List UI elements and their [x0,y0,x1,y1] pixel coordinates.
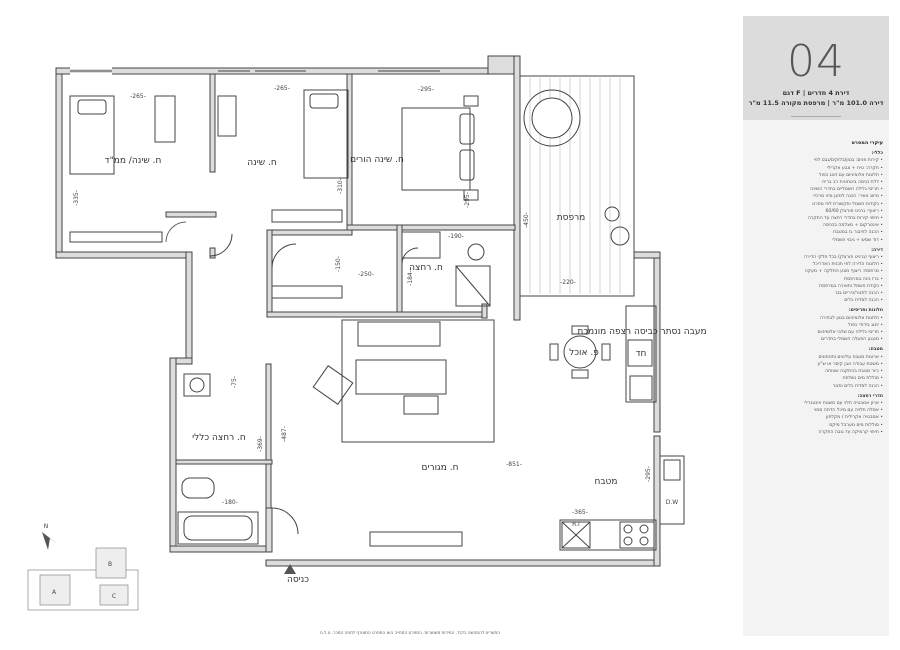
spec-line: • חלונות אלומיניום בגוון לבחירה [820,315,883,321]
divider [791,116,841,117]
spec-line: • סוללת מים נשלפת [842,376,883,382]
spec-line: • הכנה לחיבור גז במטבח [833,230,883,236]
spec-line: • חלונות הדירה לפי תכנית האדריכל [812,262,883,268]
spec-line: • חיפוי קירות בחדרי רחצה עד התקרה [807,216,883,222]
dim: -365- [572,509,588,516]
spec-line: • מיזוג אוויר: הכנה למזגן מיני מרכזי [813,194,883,200]
room-bedroom-mamad: ח. שינה/ ממ"ד [105,156,162,166]
dim: -335- [73,190,80,206]
room-kitchen: מטבח [594,477,617,487]
unit-area: דירה 101.0 מ"ר | מרפסת מקורה 11.5 מ"ר [748,99,884,107]
floor-plan: ח. שינה/ ממ"ד ח. שינה ח. שינה הורים ח. ר… [27,55,707,611]
spec-line: • דוד שמש + גיבוי חשמלי [832,237,883,243]
spec-line: • מנגנון הפעלה חשמלי בחדרים [821,337,883,343]
spec-line: • מרפסת: ריצוף מונע החלקה + מעקה [804,269,883,275]
spec-line: • חיפוי קרמיקה עד גובה התקרה [818,429,883,435]
spec-section-heading: חלונות ותריסים: [848,308,883,314]
spec-line: • אמבטיה אקרילית / מקלחון [825,415,883,421]
outer-wall [653,251,661,433]
keyplan-c: C [112,593,116,600]
spec-section-heading: מטבח: [868,347,883,353]
spec-line: • תקרה: טיח + צבע אקרילי [826,165,883,171]
laundry-box: חד [636,349,647,359]
spec-line: • קירות פנים: בטון/בלוקים/גבס לפי [813,158,883,164]
spec-line: • זיגוג בידודי כפול [848,322,883,328]
dim: -180- [222,499,238,506]
room-general-bath: ח. רחצה כללי [192,433,246,443]
spec-line: • תריסי גלילה חשמליים בחדרי השינה [810,187,883,193]
dim: -450- [523,212,530,228]
spec-title: עיקרי המפרט [851,140,883,146]
unit-header: 04 דגם F | דירת 4 חדרים דירה 101.0 מ"ר |… [743,16,889,120]
spec-line: • ריצוף: גרניט פורצלן 60/60 [825,208,883,214]
spec-line: • הכנה למדיח כלים [844,298,883,304]
room-master-bedroom: ח. שינה הורים [350,155,404,165]
dim: -851- [506,461,522,468]
spec-section-heading: דירה: [871,247,883,253]
room-balcony: מרפסת [557,213,586,223]
spec-line: • הכנה למדיח כלים ותנור [832,383,883,389]
room-bedroom: ח. שינה [247,158,277,168]
dim: -295- [418,86,434,93]
outer-wall [169,357,177,549]
spec-line: • הכנה לתנור/כיריים בגז [835,291,883,297]
spec-line: • חלונות אלומיניום עם זיגוג כפול [819,172,883,178]
dim: -265- [274,85,290,92]
dim: -190- [448,233,464,240]
room-master-bath: ח. רחצה [409,263,443,273]
spec-line: • משטח עבודה אבן קיסר או ש"ע [817,361,883,367]
unit-number: 04 [787,36,845,87]
dim-dw: D.W [666,499,679,506]
outer-wall [513,55,521,321]
unit-type: דגם F | דירת 4 חדרים [782,89,850,97]
spec-line: • אסלה תלויה עם מיכל הדחה סמוי [813,408,883,414]
dim: -220- [560,279,576,286]
outer-wall [265,507,273,553]
dim: -310- [337,178,344,194]
dim-ri: R.I [572,521,580,528]
outer-wall [55,251,193,259]
spec-line: • ריצוף (גרניט פורצלן) בכל חלקי הדירה [804,255,883,261]
dim: -75- [231,376,238,388]
spec-line: • נקודות חשמל ותקשורת לפי מפרט [812,201,883,207]
spec-line: • אינטרקום + מצלמה בכניסה [823,223,883,229]
footnote: התשריט להמחשה בלבד. המידות משוערות. המפר… [319,630,501,635]
dim: -295- [464,192,471,208]
outer-wall [55,71,63,259]
dim: -487- [281,426,288,442]
dim: -150- [335,256,342,272]
dim: -369- [257,436,264,452]
spec-list: עיקרי המפרט כללי:• קירות פנים: בטון/בלוק… [749,138,883,436]
spec-section-heading: כללי: [871,151,883,157]
spec-line: • ארון אמבטיה תלוי עם משטח אינטגרלי [804,400,883,406]
outer-wall [265,559,661,567]
outer-wall [185,251,193,361]
outer-wall [169,545,273,553]
dim: -295- [645,466,652,482]
spec-line: • ברז גינה במרפסת [844,276,883,282]
keyplan-b: B [108,561,112,568]
room-entrance: כניסה [287,575,309,585]
keyplan-a: A [52,589,57,596]
spec-panel: 04 דגם F | דירת 4 חדרים דירה 101.0 מ"ר |… [743,16,889,636]
spec-line: • כיור מטבח בהתקנה שטוחה [825,369,883,375]
dim: -250- [358,271,374,278]
room-dining: פ. אוכל [569,348,599,358]
north-label: N [44,523,49,530]
spec-line: • תריסי גלילה עם שלבי אלומיניום [817,330,883,336]
outer-wall [653,435,661,567]
room-laundry: מעבה נסתר כביסה רצפה מונמכת [577,327,706,337]
spec-line: • דלת כניסה ביטחונית רב בריח [822,180,883,186]
spec-section-heading: חדרי רחצה: [857,393,884,399]
spec-line: • ארונות מטבח עליונים ותחתונים [818,354,883,360]
spec-line: • נקודת חשמל ותאורה במרפסת [819,283,883,289]
dim: -265- [130,93,146,100]
room-living: ח. מגורים [422,463,459,473]
spec-line: • סוללות מים מערבל מיקס [829,422,883,428]
dim: -184- [407,270,414,286]
